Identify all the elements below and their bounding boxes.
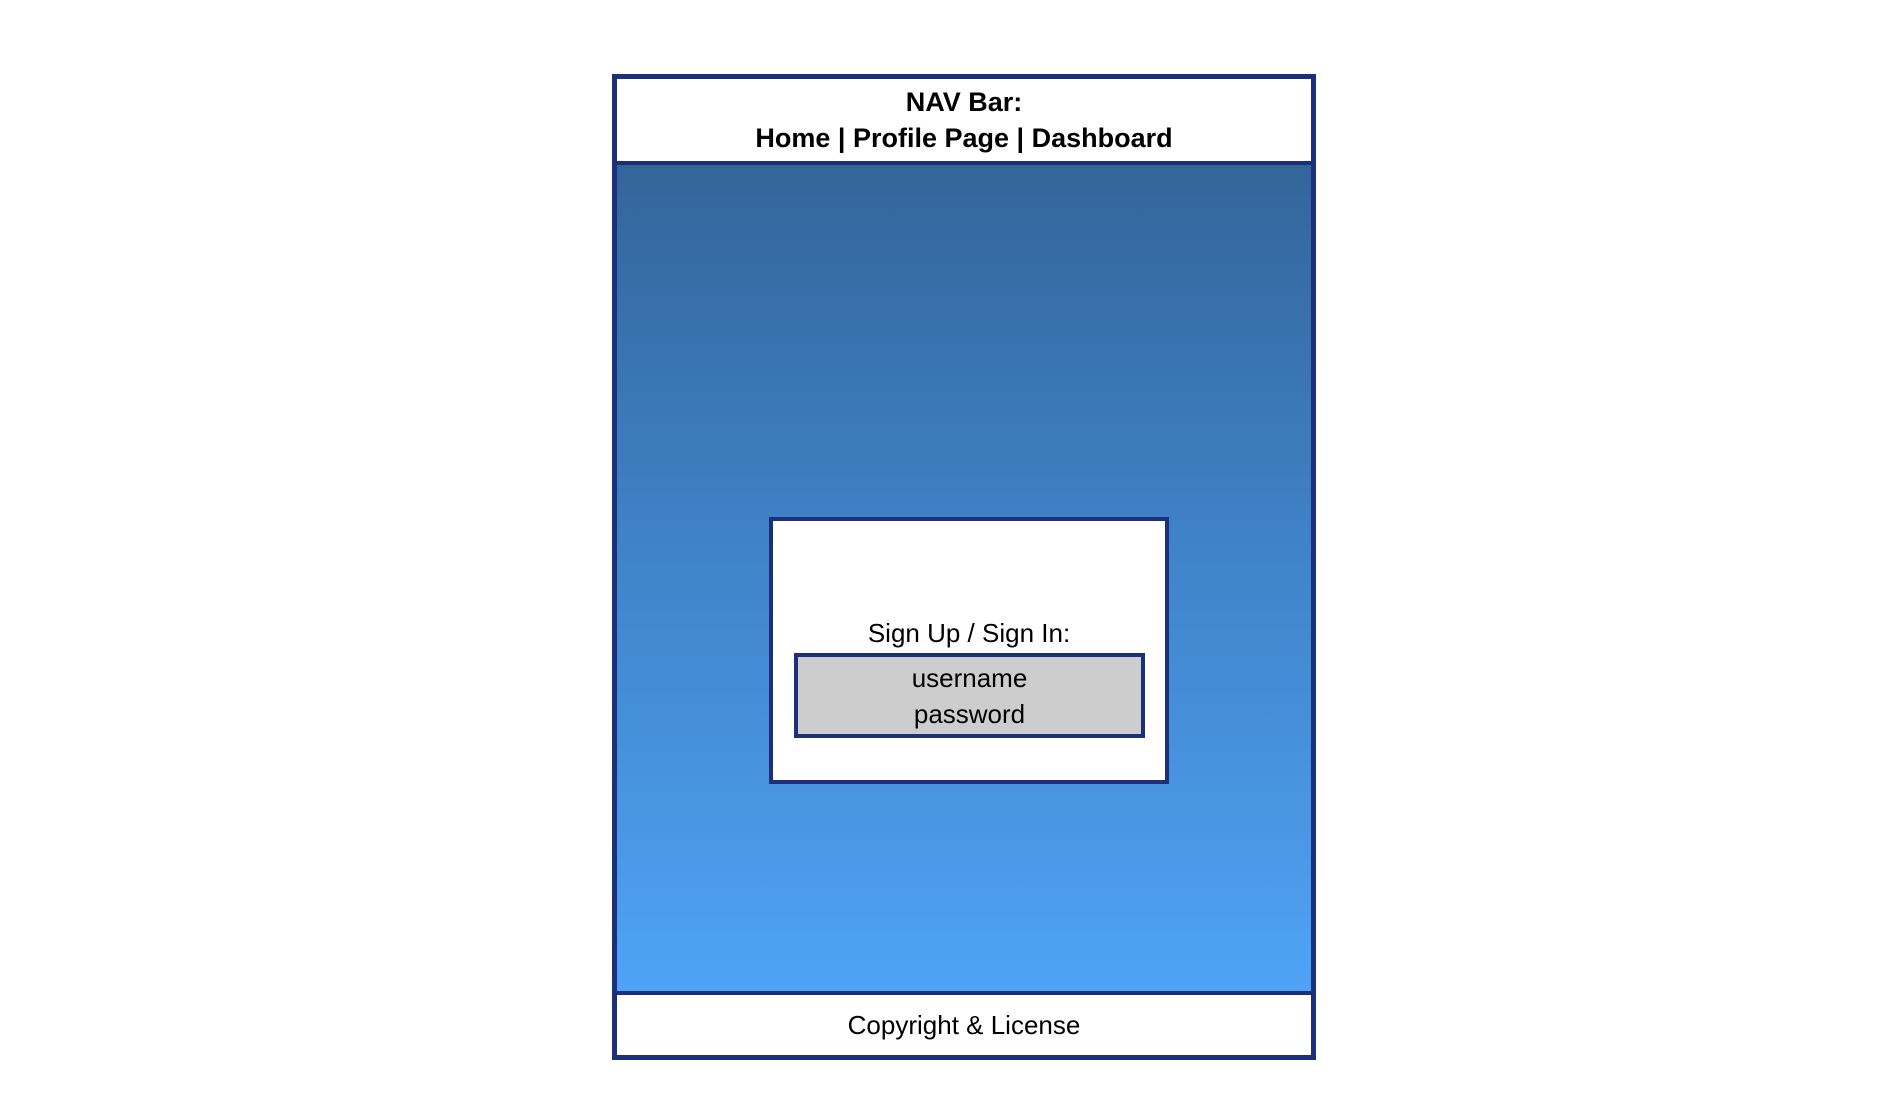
auth-card: Sign Up / Sign In: username password (769, 517, 1169, 784)
page-wireframe: NAV Bar: Home | Profile Page | Dashboard… (612, 74, 1316, 1060)
password-label: password (913, 698, 1026, 729)
footer-text: Copyright & License (847, 1009, 1081, 1040)
nav-bar-heading: NAV Bar: (905, 87, 1023, 117)
auth-title: Sign Up / Sign In: (867, 618, 1071, 648)
nav-bar-links: Home | Profile Page | Dashboard (755, 123, 1173, 153)
credentials-box: username password (794, 653, 1145, 738)
main-content-area: Sign Up / Sign In: username password (617, 165, 1311, 991)
nav-bar: NAV Bar: Home | Profile Page | Dashboard (617, 79, 1311, 165)
username-label: username (911, 662, 1028, 693)
footer: Copyright & License (617, 991, 1311, 1055)
